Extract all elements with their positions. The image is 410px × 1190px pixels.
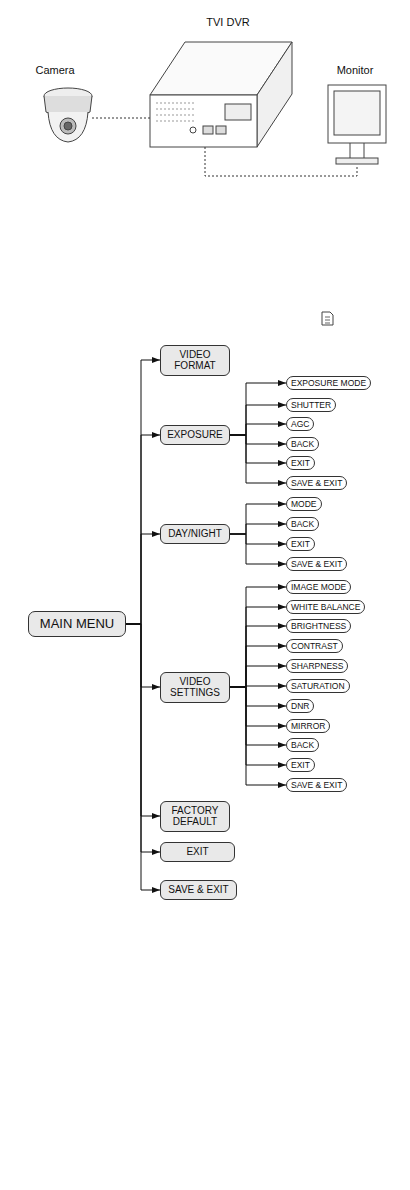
- menu-connector: [230, 626, 286, 687]
- submenu-pill: SAVE & EXIT: [286, 476, 347, 491]
- submenu-pill: BRIGHTNESS: [286, 619, 351, 634]
- menu-connector: [230, 687, 286, 785]
- menu-box: VIDEO FORMAT: [160, 345, 230, 376]
- menu-item-text: VIDEO FORMAT: [165, 349, 225, 372]
- submenu-pill: MODE: [286, 497, 322, 512]
- menu-item-text: IMAGE MODE: [291, 582, 346, 593]
- submenu-pill: DNR: [286, 699, 314, 714]
- menu-connector: [230, 687, 286, 726]
- menu-item-text: DNR: [291, 701, 309, 712]
- menu-item-text: SAVE & EXIT: [291, 780, 342, 791]
- note-icon: [322, 312, 333, 325]
- menu-item-text: EXIT: [291, 760, 310, 771]
- submenu-pill: CONTRAST: [286, 639, 343, 654]
- menu-box: FACTORY DEFAULT: [160, 801, 230, 832]
- submenu-pill: BACK: [286, 517, 319, 532]
- menu-box: EXPOSURE: [160, 425, 230, 445]
- menu-item-text: BACK: [291, 740, 314, 751]
- menu-item-text: MAIN MENU: [33, 616, 121, 632]
- submenu-pill: BACK: [286, 738, 319, 753]
- submenu-pill: MIRROR: [286, 719, 330, 734]
- submenu-pill: WHITE BALANCE: [286, 600, 365, 615]
- menu-item-text: SAVE & EXIT: [291, 478, 342, 489]
- menu-connector: [126, 624, 160, 890]
- menu-connector: [230, 607, 286, 687]
- submenu-pill: EXIT: [286, 537, 315, 552]
- menu-connector: [126, 534, 160, 624]
- menu-item-text: WHITE BALANCE: [291, 602, 360, 613]
- menu-item-text: EXIT: [291, 539, 310, 550]
- submenu-pill: IMAGE MODE: [286, 580, 351, 595]
- menu-connector: [230, 534, 286, 564]
- menu-connector: [230, 687, 286, 706]
- menu-item-text: SATURATION: [291, 681, 345, 692]
- menu-item-text: SHARPNESS: [291, 661, 343, 672]
- menu-connector: [230, 587, 286, 687]
- monitor-figure: [328, 85, 386, 164]
- submenu-pill: BACK: [286, 437, 319, 452]
- menu-connector: [230, 646, 286, 687]
- menu-item-text: EXPOSURE: [165, 429, 225, 441]
- menu-connector: [126, 624, 160, 687]
- menu-item-text: FACTORY DEFAULT: [165, 805, 225, 828]
- root-menu-box: MAIN MENU: [28, 611, 126, 637]
- menu-item-text: CONTRAST: [291, 641, 338, 652]
- menu-item-text: BRIGHTNESS: [291, 621, 346, 632]
- submenu-pill: SAVE & EXIT: [286, 778, 347, 793]
- submenu-pill: SAVE & EXIT: [286, 557, 347, 572]
- menu-item-text: MODE: [291, 499, 317, 510]
- menu-box: DAY/NIGHT: [160, 524, 230, 544]
- submenu-pill: EXPOSURE MODE: [286, 376, 371, 391]
- dvr-figure: [150, 42, 292, 147]
- menu-connector: [230, 405, 286, 435]
- submenu-pill: SHARPNESS: [286, 659, 348, 674]
- menu-connector: [230, 424, 286, 435]
- menu-connector: [230, 687, 286, 745]
- device-label: Monitor: [337, 64, 374, 76]
- menu-item-text: EXPOSURE MODE: [291, 378, 366, 389]
- submenu-pill: EXIT: [286, 456, 315, 471]
- submenu-pill: EXIT: [286, 758, 315, 773]
- menu-item-text: EXIT: [291, 458, 310, 469]
- menu-connector: [126, 435, 160, 624]
- menu-connector: [126, 624, 160, 852]
- menu-item-text: BACK: [291, 439, 314, 450]
- menu-connector: [230, 666, 286, 687]
- menu-connector: [126, 360, 160, 624]
- menu-connector: [230, 435, 286, 483]
- menu-connector: [230, 435, 286, 463]
- submenu-pill: SHUTTER: [286, 398, 336, 413]
- submenu-pill: AGC: [286, 417, 314, 432]
- menu-item-text: BACK: [291, 519, 314, 530]
- submenu-pill: SATURATION: [286, 679, 350, 694]
- menu-connector: [230, 524, 286, 534]
- menu-item-text: AGC: [291, 419, 309, 430]
- menu-connector: [126, 624, 160, 816]
- camera-figure: [44, 88, 92, 142]
- video-cable: [92, 118, 357, 176]
- menu-box: VIDEO SETTINGS: [160, 672, 230, 703]
- menu-item-text: SAVE & EXIT: [165, 884, 232, 896]
- menu-connector: [230, 504, 286, 534]
- menu-item-text: SAVE & EXIT: [291, 559, 342, 570]
- menu-connector: [230, 383, 286, 435]
- menu-box: SAVE & EXIT: [160, 880, 237, 900]
- menu-connector: [230, 687, 286, 765]
- menu-item-text: VIDEO SETTINGS: [165, 676, 225, 699]
- device-label: Camera: [35, 64, 74, 76]
- device-label: TVI DVR: [206, 16, 249, 28]
- menu-connector: [230, 534, 286, 544]
- menu-connector: [230, 435, 286, 444]
- menu-item-text: EXIT: [165, 846, 230, 858]
- menu-item-text: SHUTTER: [291, 400, 331, 411]
- menu-item-text: MIRROR: [291, 721, 325, 732]
- menu-box: EXIT: [160, 842, 235, 862]
- menu-item-text: DAY/NIGHT: [165, 528, 225, 540]
